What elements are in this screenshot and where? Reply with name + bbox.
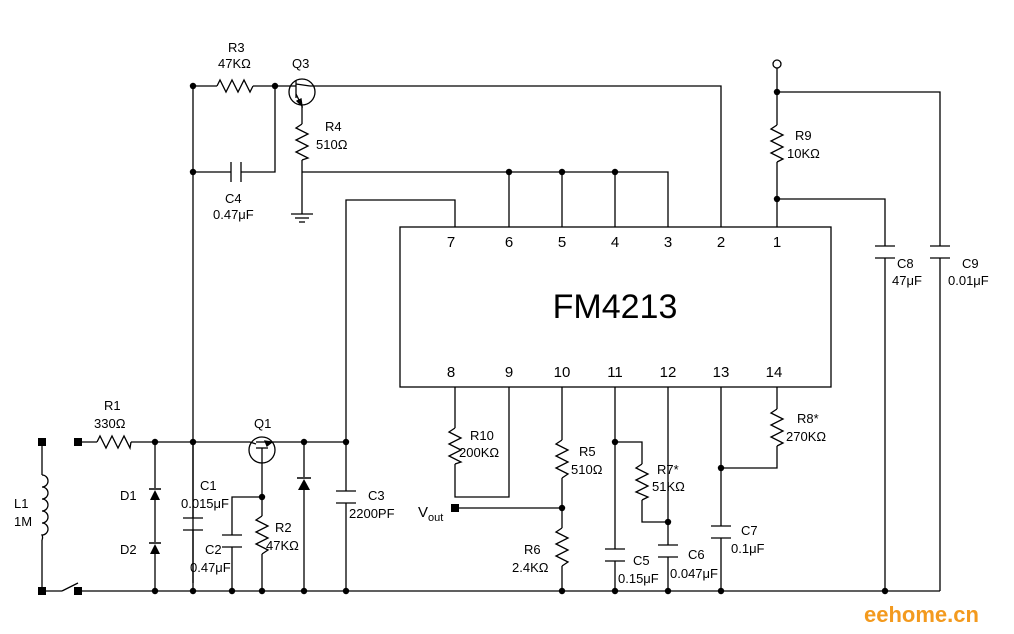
capacitor-c6 [658, 544, 678, 558]
pin-14: 14 [766, 364, 783, 381]
c2-name: C2 [205, 542, 222, 557]
resistor-r8 [769, 408, 785, 447]
r6-value: 2.4KΩ [512, 560, 549, 575]
transistor-q3 [288, 78, 316, 108]
vout-label: Vout [418, 504, 443, 524]
c1-value: 0.015μF [181, 496, 229, 511]
terminals [38, 438, 459, 595]
q1-name: Q1 [254, 416, 271, 431]
r9-value: 10KΩ [787, 146, 820, 161]
switch [61, 582, 79, 592]
c3-value: 2200PF [349, 506, 395, 521]
r7-name: R7* [657, 462, 679, 477]
capacitor-c3 [336, 490, 356, 504]
l1-name: L1 [14, 496, 28, 511]
c8-value: 47μF [892, 273, 922, 288]
r9-name: R9 [795, 128, 812, 143]
pin-8: 8 [447, 364, 455, 381]
resistor-r2 [254, 515, 270, 555]
junctions [151, 82, 889, 595]
q3-name: Q3 [292, 56, 309, 71]
capacitor-c8 [875, 245, 895, 259]
r3-name: R3 [228, 40, 245, 55]
r5-value: 510Ω [571, 462, 603, 477]
ic-name: FM4213 [553, 288, 678, 326]
watermark: eehome.cn [864, 602, 979, 627]
pin-5: 5 [558, 234, 566, 251]
capacitor-c2 [222, 534, 242, 548]
pin-7: 7 [447, 234, 455, 251]
c6-value: 0.047μF [670, 566, 718, 581]
pin-11: 11 [607, 364, 623, 381]
diode-d3 [297, 477, 311, 490]
c3-name: C3 [368, 488, 385, 503]
vcc-terminal [772, 59, 782, 69]
c4-name: C4 [225, 191, 242, 206]
r8-name: R8* [797, 411, 819, 426]
pin-2: 2 [717, 234, 725, 251]
c7-value: 0.1μF [731, 541, 765, 556]
resistor-r5 [554, 439, 570, 479]
r6-name: R6 [524, 542, 541, 557]
resistor-r7 [634, 463, 650, 501]
capacitor-c9 [930, 245, 950, 259]
r8-value: 270KΩ [786, 429, 826, 444]
c6-name: C6 [688, 547, 705, 562]
c5-value: 0.15μF [618, 571, 659, 586]
c7-name: C7 [741, 523, 758, 538]
r10-value: 200KΩ [459, 445, 499, 460]
resistor-r6 [554, 527, 570, 567]
r2-name: R2 [275, 520, 292, 535]
pin-4: 4 [611, 234, 619, 251]
d1-name: D1 [120, 488, 137, 503]
d2-name: D2 [120, 542, 137, 557]
c9-name: C9 [962, 256, 979, 271]
c9-value: 0.01μF [948, 273, 989, 288]
capacitor-c5 [605, 548, 625, 562]
c5-name: C5 [633, 553, 650, 568]
resistor-r3 [216, 78, 254, 94]
transistor-q1 [248, 436, 276, 464]
capacitor-c4 [230, 162, 242, 182]
diode-d2 [149, 542, 161, 554]
resistor-r9 [769, 124, 785, 163]
r1-name: R1 [104, 398, 121, 413]
r4-name: R4 [325, 119, 342, 134]
r3-value: 47KΩ [218, 56, 251, 71]
diode-d1 [149, 488, 161, 500]
pin-3: 3 [664, 234, 672, 251]
resistor-r4 [294, 123, 310, 161]
c8-name: C8 [897, 256, 914, 271]
r5-name: R5 [579, 444, 596, 459]
capacitor-c1 [183, 517, 203, 531]
pin-6: 6 [505, 234, 513, 251]
l1-value: 1M [14, 514, 32, 529]
pin-13: 13 [713, 364, 730, 381]
capacitor-c7 [711, 525, 731, 539]
c4-value: 0.47μF [213, 207, 254, 222]
r4-value: 510Ω [316, 137, 348, 152]
pin-9: 9 [505, 364, 513, 381]
c2-value: 0.47μF [190, 560, 231, 575]
inductor-l1 [40, 474, 49, 541]
resistor-r10 [447, 427, 463, 465]
pin-1: 1 [773, 234, 781, 251]
c1-name: C1 [200, 478, 217, 493]
ground-icon [291, 213, 313, 223]
r7-value: 51KΩ [652, 479, 685, 494]
pin-10: 10 [554, 364, 571, 381]
r10-name: R10 [470, 428, 494, 443]
r2-value: 47KΩ [266, 538, 299, 553]
wires [41, 68, 941, 592]
ic-fm4213-body [399, 226, 832, 388]
pin-12: 12 [660, 364, 677, 381]
resistor-r1 [96, 434, 132, 451]
r1-value: 330Ω [94, 416, 126, 431]
